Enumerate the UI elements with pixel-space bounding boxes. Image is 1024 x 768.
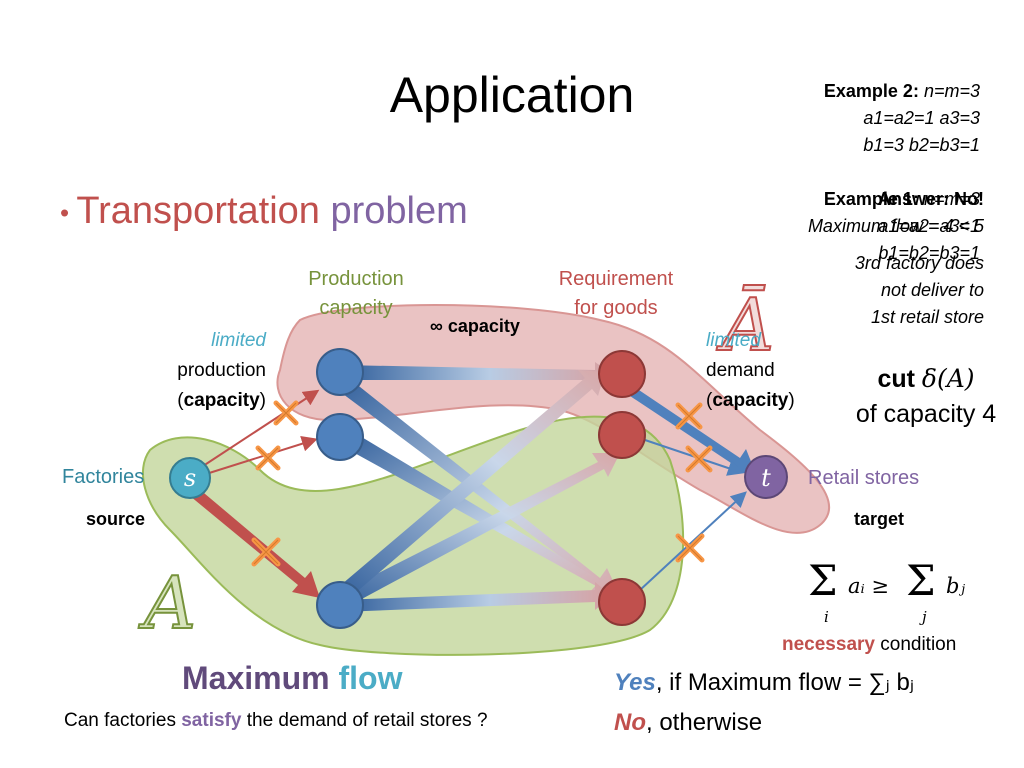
production-capacity-label: Production capacity — [296, 268, 416, 320]
production-word: production — [177, 360, 266, 381]
production-label-line-2: capacity — [319, 297, 393, 319]
requirement-label-line-1: Requirement — [558, 268, 674, 290]
no-rest: , otherwise — [646, 709, 763, 736]
requirement-label: Requirement for goods — [546, 268, 686, 320]
cut-cross-outline — [253, 402, 711, 565]
capacity-left: capacity — [183, 390, 260, 411]
bullet-word-2: problem — [330, 190, 468, 232]
condition-word: condition — [880, 634, 957, 655]
region-a-bar — [276, 304, 831, 534]
note-line-2: not deliver to — [880, 280, 984, 300]
example-1-block: Example 1: n=m=3 a1=a2=a3=1 b1=b2=b3=1 — [824, 186, 980, 267]
cut-formula: δ(A) — [921, 364, 975, 393]
example-1-line-2: a1=a2=a3=1 — [878, 216, 980, 236]
maximum-word: Maximum — [182, 660, 330, 696]
infinite-capacity-word: capacity — [447, 316, 520, 336]
demand-word: demand — [706, 360, 775, 381]
example-2-heading: Example 2: — [823, 81, 919, 101]
limited-demand-label: limited demand (capacity) — [706, 326, 795, 416]
maximum-flow-heading: Maximum flow — [182, 660, 402, 697]
node-factory-3 — [316, 581, 364, 629]
bullet-dot: • — [60, 197, 77, 228]
note-line-1: 3rd factory does — [854, 253, 984, 273]
necessary-condition-label: necessary condition — [782, 634, 956, 656]
bullet-transportation-problem: • Transportation problem — [60, 190, 468, 233]
no-word: No — [614, 709, 646, 736]
condition-formula: Σ i aᵢ ≥ Σ j bⱼ — [808, 556, 978, 626]
no-line: No, otherwise — [614, 709, 762, 737]
cut-label: cut δ(A) of capacity 4 — [836, 364, 1016, 429]
yes-rest: , if Maximum flow = ∑ⱼ bⱼ — [655, 669, 915, 696]
sum-b-symbol: Σ — [906, 556, 936, 605]
retail-stores-label: Retail stores — [808, 467, 920, 489]
answer-block: Answer: No! Maximum flow = 4 < 5 3rd fac… — [808, 186, 984, 331]
node-factory-1 — [316, 348, 364, 396]
edge-r3-t — [639, 491, 747, 591]
example-2-line-2: a1=a2=1 a3=3 — [863, 108, 980, 128]
limited-production-label: limited production (capacity) — [177, 326, 266, 416]
yes-word: Yes — [614, 669, 656, 696]
sum-a-subscript: i — [824, 608, 829, 626]
sum-b-subscript: j — [922, 608, 927, 626]
cut-capacity-line: of capacity 4 — [855, 400, 997, 428]
production-label-line-1: Production — [308, 268, 404, 290]
limited-right: limited — [706, 330, 761, 351]
formula-b-term: bⱼ — [946, 574, 965, 598]
sum-a-symbol: Σ — [808, 556, 838, 605]
example-2-block: Example 2: n=m=3 a1=a2=1 a3=3 b1=3 b2=b3… — [824, 78, 980, 159]
flow-word: flow — [338, 660, 403, 696]
infinite-capacity-arrows — [335, 362, 620, 612]
limited-left: limited — [211, 330, 266, 351]
answer-text: Answer: No! — [877, 189, 984, 209]
set-a-bar-label: Ā — [716, 283, 774, 367]
example-1-heading: Example 1: — [823, 189, 919, 209]
cut-word: cut — [877, 365, 915, 393]
note-line-3: 1st retail store — [870, 307, 984, 327]
factories-label: Factories — [62, 466, 145, 488]
yes-line: Yes, if Maximum flow = ∑ⱼ bⱼ — [614, 668, 914, 697]
target-label: target — [854, 509, 905, 529]
capacity-right: capacity — [712, 390, 789, 411]
example-1-line-1: n=m=3 — [923, 189, 980, 209]
node-source — [169, 457, 211, 499]
example-1-line-3: b1=b2=b3=1 — [878, 243, 980, 263]
infinite-capacity-label: ∞ capacity — [430, 316, 520, 337]
set-a-label: A — [138, 561, 196, 645]
node-store-1 — [598, 350, 646, 398]
slide-title: Application — [389, 67, 635, 123]
source-label: source — [86, 509, 146, 529]
max-flow-text: Maximum flow = 4 < 5 — [807, 216, 984, 236]
node-factory-2 — [316, 413, 364, 461]
node-store-3 — [598, 578, 646, 626]
node-store-2 — [598, 411, 646, 459]
target-node-label: t — [761, 464, 771, 492]
question-pre: Can factories — [64, 710, 176, 731]
example-2-line-3: b1=3 b2=b3=1 — [863, 135, 980, 155]
question-text: Can factories satisfy the demand of reta… — [64, 710, 488, 732]
edge-r1-t — [624, 384, 756, 474]
infinity-symbol: ∞ — [430, 316, 443, 336]
necessary-word: necessary — [782, 634, 875, 655]
example-2-line-1: n=m=3 — [923, 81, 980, 101]
formula-a-term: aᵢ ≥ — [848, 574, 890, 598]
bullet-word-1: Transportation — [76, 190, 320, 232]
capacity-left-line: (capacity) — [177, 390, 266, 411]
source-node-label: s — [184, 464, 196, 492]
question-post: the demand of retail stores ? — [246, 710, 488, 731]
capacity-right-line: (capacity) — [706, 390, 795, 411]
edge-s-p2 — [205, 435, 318, 475]
requirement-label-line-2: for goods — [574, 297, 658, 319]
question-satisfy: satisfy — [181, 710, 242, 731]
node-target — [744, 455, 788, 499]
